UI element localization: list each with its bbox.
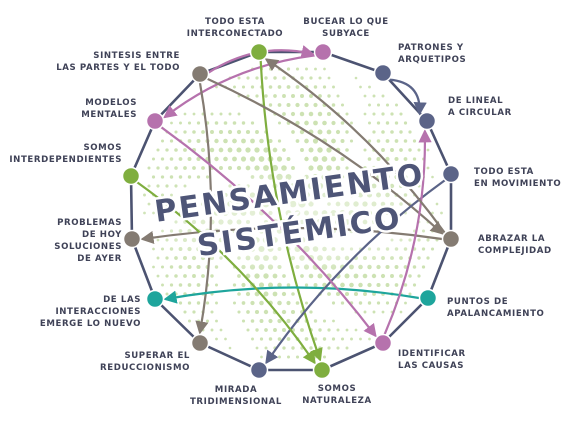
label-line: COMPLEJIDAD xyxy=(478,246,552,256)
arrow-7 xyxy=(388,78,427,116)
label-todo-en-movimiento: TODO ESTA EN MOVIMIENTO xyxy=(474,167,561,189)
label-line: TODO ESTA xyxy=(474,167,534,177)
label-line: TRIDIMENSIONAL xyxy=(190,397,282,407)
node-problemas-hoy xyxy=(122,229,142,249)
label-somos-interdependientes: SOMOS INTERDEPENDIENTES xyxy=(9,143,122,165)
label-line: EMERGE LO NUEVO xyxy=(40,319,141,329)
label-puntos-apalancamiento: PUNTOS DE APALANCAMIENTO xyxy=(447,297,544,319)
label-modelos-mentales: MODELOS MENTALES xyxy=(81,98,137,120)
label-line: PUNTOS DE xyxy=(447,297,508,307)
label-buscar-lo-que-subyace: BUCEAR LO QUE SUBYACE xyxy=(303,17,388,39)
label-line: DE LINEAL xyxy=(448,96,503,106)
label-line: SUBYACE xyxy=(322,29,370,39)
label-de-lineal-a-circular: DE LINEAL A CIRCULAR xyxy=(448,96,512,118)
label-line: SUPERAR EL xyxy=(124,351,190,361)
label-line: ABRAZAR LA xyxy=(478,234,545,244)
arrow-4 xyxy=(140,226,444,244)
node-mirada-tridimensional xyxy=(249,360,269,380)
label-line: DE HOY xyxy=(82,230,122,240)
arrow-9 xyxy=(136,181,316,365)
label-patrones-arquetipos: PATRONES Y ARQUETIPOS xyxy=(398,43,466,65)
dotted-background xyxy=(132,67,452,359)
label-identificar-causas: IDENTIFICAR LAS CAUSAS xyxy=(398,349,466,371)
nodes-layer xyxy=(121,42,461,380)
label-line: DE LAS xyxy=(103,295,141,305)
label-line: MODELOS xyxy=(85,98,137,108)
label-line: SOLUCIONES xyxy=(54,242,122,252)
node-buscar-lo-que-subyace xyxy=(313,42,333,62)
label-line: INTERDEPENDIENTES xyxy=(9,155,122,165)
label-line: IDENTIFICAR xyxy=(398,349,466,359)
label-line: SINTESIS ENTRE xyxy=(93,51,180,61)
node-todo-en-movimiento xyxy=(441,164,461,184)
label-line: A CIRCULAR xyxy=(448,108,512,118)
label-line: DE AYER xyxy=(77,254,122,264)
arrow-0 xyxy=(163,54,316,119)
label-line: ARQUETIPOS xyxy=(398,55,466,65)
node-somos-interdependientes xyxy=(121,166,141,186)
label-line: SOMOS xyxy=(318,384,357,394)
label-line: INTERCONECTADO xyxy=(187,29,283,39)
arrow-10 xyxy=(383,129,432,336)
label-abrazar-complejidad: ABRAZAR LA COMPLEJIDAD xyxy=(478,234,552,256)
label-todo-interconectado: TODO ESTA INTERCONECTADO xyxy=(187,17,283,39)
label-line: PATRONES Y xyxy=(398,43,464,53)
label-mirada-tridimensional: MIRADA TRIDIMENSIONAL xyxy=(190,385,282,407)
label-line: MIRADA xyxy=(215,385,257,395)
label-sintesis-partes-todo: SINTESIS ENTRE LAS PARTES Y EL TODO xyxy=(56,51,180,73)
node-puntos-apalancamiento xyxy=(418,288,438,308)
label-superar-reduccionismo: SUPERAR EL REDUCCIONISMO xyxy=(100,351,190,373)
arrow-3 xyxy=(195,81,213,335)
node-de-lineal-a-circular xyxy=(417,111,437,131)
node-identificar-causas xyxy=(373,333,393,353)
node-patrones-arquetipos xyxy=(373,63,393,83)
label-interacciones-emerge: DE LAS INTERACCIONES EMERGE LO NUEVO xyxy=(40,295,141,329)
node-superar-reduccionismo xyxy=(190,333,210,353)
label-line: LAS CAUSAS xyxy=(398,361,464,371)
label-line: EN MOVIMIENTO xyxy=(474,179,561,189)
arrow-5 xyxy=(206,77,444,235)
node-abrazar-complejidad xyxy=(441,229,461,249)
arrow-12 xyxy=(264,58,446,234)
arrow-8 xyxy=(265,179,446,365)
labels-layer: TODO ESTA INTERCONECTADO BUCEAR LO QUE SUBY… xyxy=(9,17,561,407)
label-line: APALANCAMIENTO xyxy=(447,309,544,319)
label-line: INTERACCIONES xyxy=(55,307,141,317)
node-interacciones-emerge xyxy=(145,289,165,309)
node-todo-interconectado xyxy=(249,42,269,62)
arrow-11 xyxy=(160,126,377,338)
label-line: LAS PARTES Y EL TODO xyxy=(56,63,180,73)
label-problemas-hoy: PROBLEMAS DE HOY SOLUCIONES DE AYER xyxy=(54,218,122,264)
label-line: SOMOS xyxy=(83,143,122,153)
label-line: BUCEAR LO QUE xyxy=(303,17,388,27)
label-line: REDUCCIONISMO xyxy=(100,363,190,373)
node-modelos-mentales xyxy=(145,111,165,131)
label-somos-naturaleza: SOMOS NATURALEZA xyxy=(302,384,372,406)
label-line: MENTALES xyxy=(81,110,137,120)
node-sintesis-partes-todo xyxy=(190,64,210,84)
node-somos-naturaleza xyxy=(312,360,332,380)
arrow-2 xyxy=(259,59,323,362)
label-line: NATURALEZA xyxy=(302,396,372,406)
label-line: TODO ESTA xyxy=(205,17,265,27)
label-line: PROBLEMAS xyxy=(57,218,122,228)
arrow-6 xyxy=(163,286,421,304)
